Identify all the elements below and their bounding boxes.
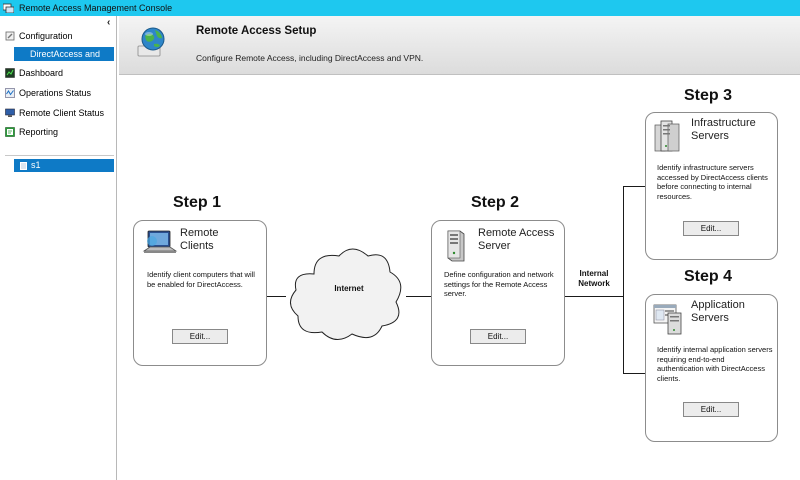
window-title: Remote Access Management Console (19, 3, 173, 13)
step-3-label: Step 3 (684, 87, 733, 104)
sidebar-item-remote-client-status[interactable]: Remote Client Status (5, 106, 104, 120)
remote-clients-card: Remote Clients Identify client computers… (133, 220, 267, 366)
globe-icon (135, 24, 171, 60)
server-icon (20, 161, 27, 170)
edit-infrastructure-servers-button[interactable]: Edit... (683, 221, 739, 236)
laptop-icon (142, 229, 178, 261)
card-description: Identify internal application servers re… (657, 345, 773, 383)
page-header: Remote Access Setup Configure Remote Acc… (119, 16, 800, 75)
connector-line (266, 296, 286, 297)
sidebar-divider (5, 155, 114, 156)
dashboard-icon (5, 68, 15, 78)
internet-cloud (284, 242, 409, 346)
server-label: s1 (31, 160, 41, 170)
card-title: Remote Clients (180, 227, 219, 252)
sidebar-item-operations-status[interactable]: Operations Status (5, 86, 91, 100)
application-servers-card: Application Servers Identify internal ap… (645, 294, 778, 442)
internal-network-label: Internal Network (578, 269, 610, 288)
sidebar-server-s1[interactable]: s1 (14, 159, 114, 172)
card-description: Identify client computers that will be e… (147, 270, 255, 289)
sidebar-item-configuration[interactable]: Configuration (5, 29, 73, 43)
configuration-icon (5, 31, 15, 41)
connector-line (406, 296, 431, 297)
edit-application-servers-button[interactable]: Edit... (683, 402, 739, 417)
page-title: Remote Access Setup (196, 25, 317, 37)
sidebar-item-label: Reporting (19, 127, 59, 137)
edit-remote-access-server-button[interactable]: Edit... (470, 329, 526, 344)
connector-line (623, 186, 645, 187)
page-subtitle: Configure Remote Access, including Direc… (196, 53, 424, 63)
step-1-label: Step 1 (173, 194, 222, 211)
card-description: Define configuration and network setting… (444, 270, 554, 298)
sidebar-item-directaccess-vpn[interactable]: DirectAccess and VPN (14, 47, 114, 73)
reporting-icon (5, 127, 15, 137)
card-title: Application Servers (691, 299, 745, 324)
sidebar-item-dashboard[interactable]: Dashboard (5, 66, 63, 80)
card-description: Identify infrastructure servers accessed… (657, 163, 768, 201)
sidebar: ‹ Configuration DirectAccess and VPN Das… (0, 16, 117, 480)
server-tower-icon (444, 229, 466, 265)
sidebar-item-label: Configuration (19, 31, 73, 41)
connector-line (623, 373, 645, 374)
app-icon (2, 3, 15, 14)
setup-diagram: Step 1 Remote Clients Identify client co… (119, 76, 800, 480)
application-server-icon (653, 301, 683, 337)
operations-status-icon (5, 88, 15, 98)
connector-line (623, 186, 624, 374)
sidebar-item-label: Operations Status (19, 88, 92, 98)
sidebar-item-reporting[interactable]: Reporting (5, 125, 58, 139)
internet-label: Internet (334, 284, 364, 293)
step-2-label: Step 2 (471, 194, 520, 211)
window-titlebar: Remote Access Management Console (0, 0, 800, 16)
collapse-sidebar-button[interactable]: ‹ (107, 17, 111, 28)
connector-line (565, 296, 623, 297)
card-title: Remote Access Server (478, 227, 555, 252)
remote-access-server-card: Remote Access Server Define configuratio… (431, 220, 565, 366)
server-rack-icon (654, 119, 680, 155)
card-title: Infrastructure Servers (691, 117, 756, 142)
infrastructure-servers-card: Infrastructure Servers Identify infrastr… (645, 112, 778, 260)
edit-remote-clients-button[interactable]: Edit... (172, 329, 228, 344)
sidebar-item-label: Dashboard (19, 68, 64, 78)
sidebar-item-label: Remote Client Status (19, 108, 105, 118)
remote-client-status-icon (5, 108, 15, 118)
step-4-label: Step 4 (684, 268, 733, 285)
